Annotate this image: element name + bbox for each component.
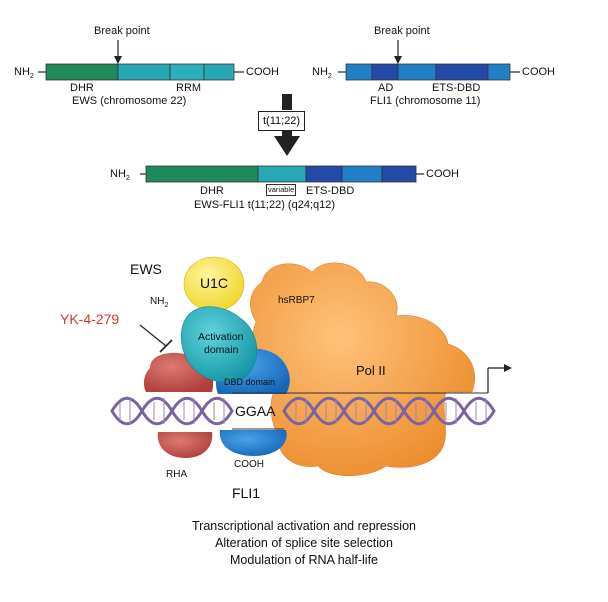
ews-dhr: DHR xyxy=(70,82,94,94)
fli1-ets: ETS-DBD xyxy=(432,82,481,94)
fusion-cooh: COOH xyxy=(426,168,459,180)
function-item-3: Modulation of RNA half-life xyxy=(230,553,378,567)
fusion-dhr: DHR xyxy=(200,185,224,197)
complex-nh2: NH2 xyxy=(150,296,169,310)
fli1-cooh: COOH xyxy=(522,66,555,78)
ews-break-arrow xyxy=(114,40,122,64)
fli1-protein-bar xyxy=(338,63,520,81)
dna-helix xyxy=(110,396,496,426)
ews-caption: EWS (chromosome 22) xyxy=(72,95,187,107)
activation-label-1: Activation xyxy=(198,331,244,343)
dbd-label: DBD domain xyxy=(224,377,276,387)
fusion-caption: EWS-FLI1 t(11;22) (q24;q12) xyxy=(194,199,336,211)
fli1-dna-binding xyxy=(219,430,287,456)
inhibitor-label: YK-4-279 xyxy=(60,311,120,327)
inhibitor-line xyxy=(139,324,173,353)
dna-rungs xyxy=(119,398,487,424)
fusion-nh2: NH2 xyxy=(110,168,130,183)
translocation-arrow xyxy=(274,94,300,156)
ews-nh2: NH2 xyxy=(14,66,34,81)
transcription-start-arrow xyxy=(487,364,512,393)
ews-cooh: COOH xyxy=(246,66,279,78)
fli1-ad: AD xyxy=(378,82,394,94)
rha-label: RHA xyxy=(166,469,188,480)
hsrbp7-label: hsRBP7 xyxy=(278,295,315,306)
activation-domain xyxy=(180,306,258,383)
ggaa-label: GGAA xyxy=(235,403,276,419)
activation-label-2: domain xyxy=(204,344,239,356)
function-list: Transcriptional activation and repressio… xyxy=(0,518,608,569)
ews-protein-bar xyxy=(38,63,244,81)
ews-rrm: RRM xyxy=(176,82,202,94)
ews-label: EWS xyxy=(130,261,162,277)
fli1-break-arrow xyxy=(394,40,402,64)
complex-cooh: COOH xyxy=(234,459,264,470)
rha-lower xyxy=(157,432,213,458)
fli1-nh2: NH2 xyxy=(312,66,332,81)
fli1-label: FLI1 xyxy=(232,485,261,501)
translocation-label: t(11;22) xyxy=(258,111,306,131)
fli1-break-label: Break point xyxy=(374,25,430,37)
fusion-ets: ETS-DBD xyxy=(306,185,355,197)
fusion-variable: variable xyxy=(266,184,297,196)
fusion-protein-bar xyxy=(140,165,424,183)
function-item-2: Alteration of splice site selection xyxy=(215,536,393,550)
fli1-caption: FLI1 (chromosome 11) xyxy=(370,95,481,107)
ews-break-label: Break point xyxy=(94,25,150,37)
function-item-1: Transcriptional activation and repressio… xyxy=(192,519,416,533)
u1c-label: U1C xyxy=(200,275,229,291)
pol2-label: Pol II xyxy=(356,363,386,378)
